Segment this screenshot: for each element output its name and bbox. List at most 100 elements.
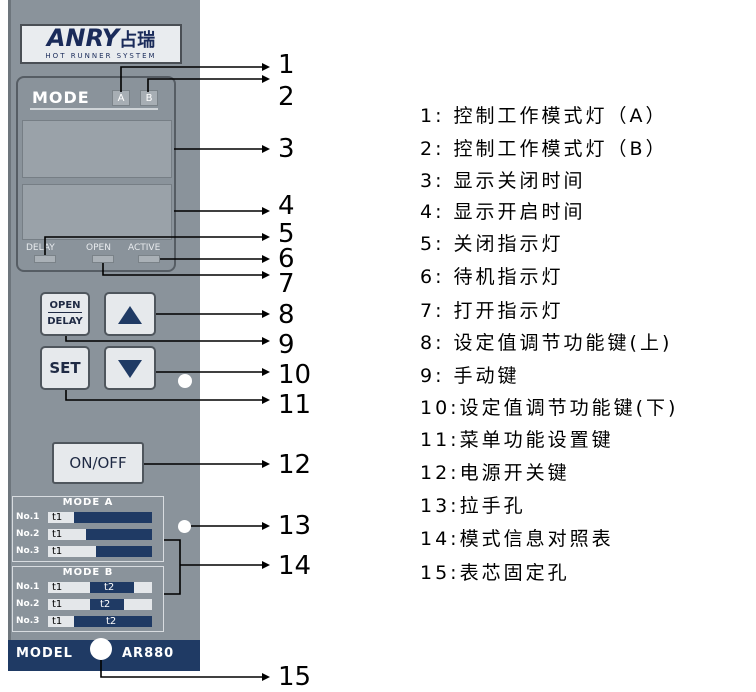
mode-a-row-2-t1: t1 xyxy=(52,529,63,540)
arrowhead-9 xyxy=(262,337,270,345)
legend-item-15: 15:表芯固定孔 xyxy=(420,562,570,584)
callout-14: 14 xyxy=(278,551,312,581)
open-indicator-led xyxy=(92,255,114,263)
set-button-label: SET xyxy=(49,359,81,377)
legend-item-1: 1: 控制工作模式灯（A） xyxy=(420,105,668,127)
legend-item-3: 3: 显示关闭时间 xyxy=(420,170,586,192)
callout-6: 6 xyxy=(278,244,295,274)
arrowhead-10 xyxy=(262,368,270,376)
leader-7 xyxy=(102,263,268,276)
mode-b-row-2-end-bar xyxy=(124,599,152,610)
mode-a-row-3-label: No.3 xyxy=(16,546,40,556)
legend-item-12: 12:电源开关键 xyxy=(420,462,570,484)
up-button[interactable] xyxy=(104,292,156,336)
mode-a-title: MODE A xyxy=(62,497,114,508)
arrowhead-1 xyxy=(262,63,270,71)
mode-b-row-1-label: No.1 xyxy=(16,582,40,592)
mode-b-title: MODE B xyxy=(62,567,114,578)
mode-b-row-3-t2-bar xyxy=(74,616,152,627)
close-time-display xyxy=(22,120,172,178)
open-time-display xyxy=(22,184,172,240)
display-frame xyxy=(16,76,176,272)
legend-item-11: 11:菜单功能设置键 xyxy=(420,429,614,451)
leader-2 xyxy=(147,78,268,92)
legend-item-5: 5: 关闭指示灯 xyxy=(420,233,564,255)
set-button[interactable]: SET xyxy=(40,346,90,390)
power-button[interactable]: ON/OFF xyxy=(52,442,144,484)
leader-1 xyxy=(120,66,268,92)
leader-14-bracket xyxy=(164,539,181,595)
callout-13: 13 xyxy=(278,511,312,541)
callout-11: 11 xyxy=(278,390,312,420)
callout-3: 3 xyxy=(278,134,295,164)
mode-a-row-3-t1-bar xyxy=(48,546,96,557)
device-panel xyxy=(8,0,200,671)
mode-led-b: B xyxy=(140,90,158,106)
active-indicator-led xyxy=(138,255,160,263)
legend-item-9: 9: 手动键 xyxy=(420,365,520,387)
arrowhead-5 xyxy=(262,233,270,241)
mode-b-row-1-t1: t1 xyxy=(52,582,63,593)
callout-1: 1 xyxy=(278,50,295,80)
mode-a-row-1-t1-bar xyxy=(48,512,74,523)
mode-a-row-1-t1: t1 xyxy=(52,512,63,523)
arrowhead-14 xyxy=(262,561,270,569)
arrowhead-15 xyxy=(262,673,270,681)
model-number: AR880 xyxy=(122,646,175,661)
callout-9: 9 xyxy=(278,330,295,360)
mode-b-row-1-t2-bar xyxy=(90,582,134,593)
open-indicator-label: OPEN xyxy=(86,243,111,253)
callout-2: 2 xyxy=(278,82,295,112)
brand-name: ANRY xyxy=(46,24,120,52)
mode-a-row-2-off-bar xyxy=(86,529,152,540)
delay-indicator-label: DELAY xyxy=(26,243,55,253)
callout-7: 7 xyxy=(278,269,295,299)
mode-b-row-3-label: No.3 xyxy=(16,616,40,626)
arrowhead-4 xyxy=(262,207,270,215)
mode-a-row-3-t1: t1 xyxy=(52,546,63,557)
callout-15: 15 xyxy=(278,662,312,692)
mode-underline xyxy=(30,108,158,110)
mode-b-row-2-t2: t2 xyxy=(100,599,111,610)
arrowhead-7 xyxy=(262,271,270,279)
legend-item-7: 7: 打开指示灯 xyxy=(420,300,564,322)
mode-b-row-2-t1: t1 xyxy=(52,599,63,610)
legend-item-14: 14:模式信息对照表 xyxy=(420,528,614,550)
mode-b-row-2-t1-bar xyxy=(48,599,90,610)
arrowhead-13 xyxy=(262,522,270,530)
mode-a-row-2-label: No.2 xyxy=(16,529,40,539)
mounting-hole xyxy=(90,638,112,660)
indicator-hole xyxy=(178,374,192,388)
legend-item-4: 4: 显示开启时间 xyxy=(420,201,586,223)
legend: 1: 控制工作模式灯（A） 2: 控制工作模式灯（B） 3: 显示关闭时间 4:… xyxy=(420,104,752,593)
legend-item-6: 6: 待机指示灯 xyxy=(420,266,564,288)
mode-b-row-3-t1-bar xyxy=(48,616,74,627)
mode-a-row-1-label: No.1 xyxy=(16,512,40,522)
callout-12: 12 xyxy=(278,450,312,480)
open-delay-button-bottom: DELAY xyxy=(47,316,83,327)
brand-logo xyxy=(20,24,182,64)
up-arrow-icon xyxy=(118,306,142,324)
power-button-label: ON/OFF xyxy=(69,454,127,472)
arrowhead-8 xyxy=(262,310,270,318)
callout-8: 8 xyxy=(278,300,295,330)
down-button[interactable] xyxy=(104,346,156,390)
handle-hole xyxy=(178,520,191,533)
panel-edge xyxy=(8,0,11,671)
arrowhead-12 xyxy=(262,460,270,468)
legend-item-8: 8: 设定值调节功能键(上) xyxy=(420,332,673,354)
leader-11 xyxy=(65,390,268,401)
model-label: MODEL xyxy=(16,646,73,661)
arrowhead-2 xyxy=(262,75,270,83)
brand-name-cn: 占瑞 xyxy=(119,30,156,51)
open-delay-button[interactable]: OPEN DELAY xyxy=(40,292,90,336)
mode-b-row-2-label: No.2 xyxy=(16,599,40,609)
legend-item-10: 10:设定值调节功能键(下) xyxy=(420,397,679,419)
delay-indicator-led xyxy=(34,255,56,263)
mode-a-table xyxy=(12,496,164,562)
arrowhead-6 xyxy=(262,255,270,263)
mode-b-table xyxy=(12,566,164,632)
arrowhead-3 xyxy=(262,145,270,153)
leader-9 xyxy=(65,336,268,342)
